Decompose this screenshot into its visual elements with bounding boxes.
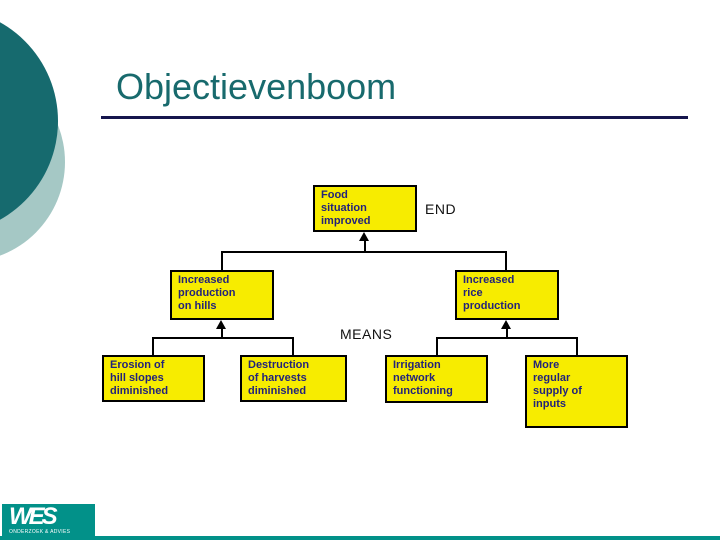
slide-title: Objectievenboom [116, 66, 397, 107]
logo-tagline: ONDERZOEK & ADVIES [9, 529, 71, 535]
means-label: MEANS [340, 326, 393, 342]
connector-drop-leaf4 [576, 337, 578, 355]
node-food-situation-improved: Food situation improved [313, 185, 417, 232]
node-increased-production-on-hills: Increased production on hills [170, 270, 274, 320]
node-erosion-hill-slopes-diminished: Erosion of hill slopes diminished [102, 355, 205, 402]
wes-logo: WES ONDERZOEK & ADVIES [2, 504, 95, 538]
arrow-up-icon [216, 320, 226, 329]
title-underline [101, 116, 688, 119]
arrow-up-icon [359, 232, 369, 241]
connector-drop-right [505, 251, 507, 270]
connector-right-arrow-stem [506, 328, 508, 338]
connector-drop-leaf3 [436, 337, 438, 355]
end-label: END [425, 201, 457, 217]
node-destruction-harvests-diminished: Destruction of harvests diminished [240, 355, 347, 402]
node-irrigation-network-functioning: Irrigation network functioning [385, 355, 488, 403]
node-increased-rice-production: Increased rice production [455, 270, 559, 320]
arrow-up-icon [501, 320, 511, 329]
bottom-accent-bar [0, 536, 720, 540]
connector-top-arrow-stem [364, 240, 366, 253]
connector-drop-leaf2 [292, 337, 294, 355]
connector-left-horizontal [152, 337, 294, 339]
connector-right-horizontal [436, 337, 578, 339]
connector-drop-leaf1 [152, 337, 154, 355]
logo-name: WES [9, 503, 58, 530]
connector-left-arrow-stem [221, 328, 223, 338]
node-more-regular-supply-inputs: More regular supply of inputs [525, 355, 628, 428]
connector-drop-left [221, 251, 223, 270]
